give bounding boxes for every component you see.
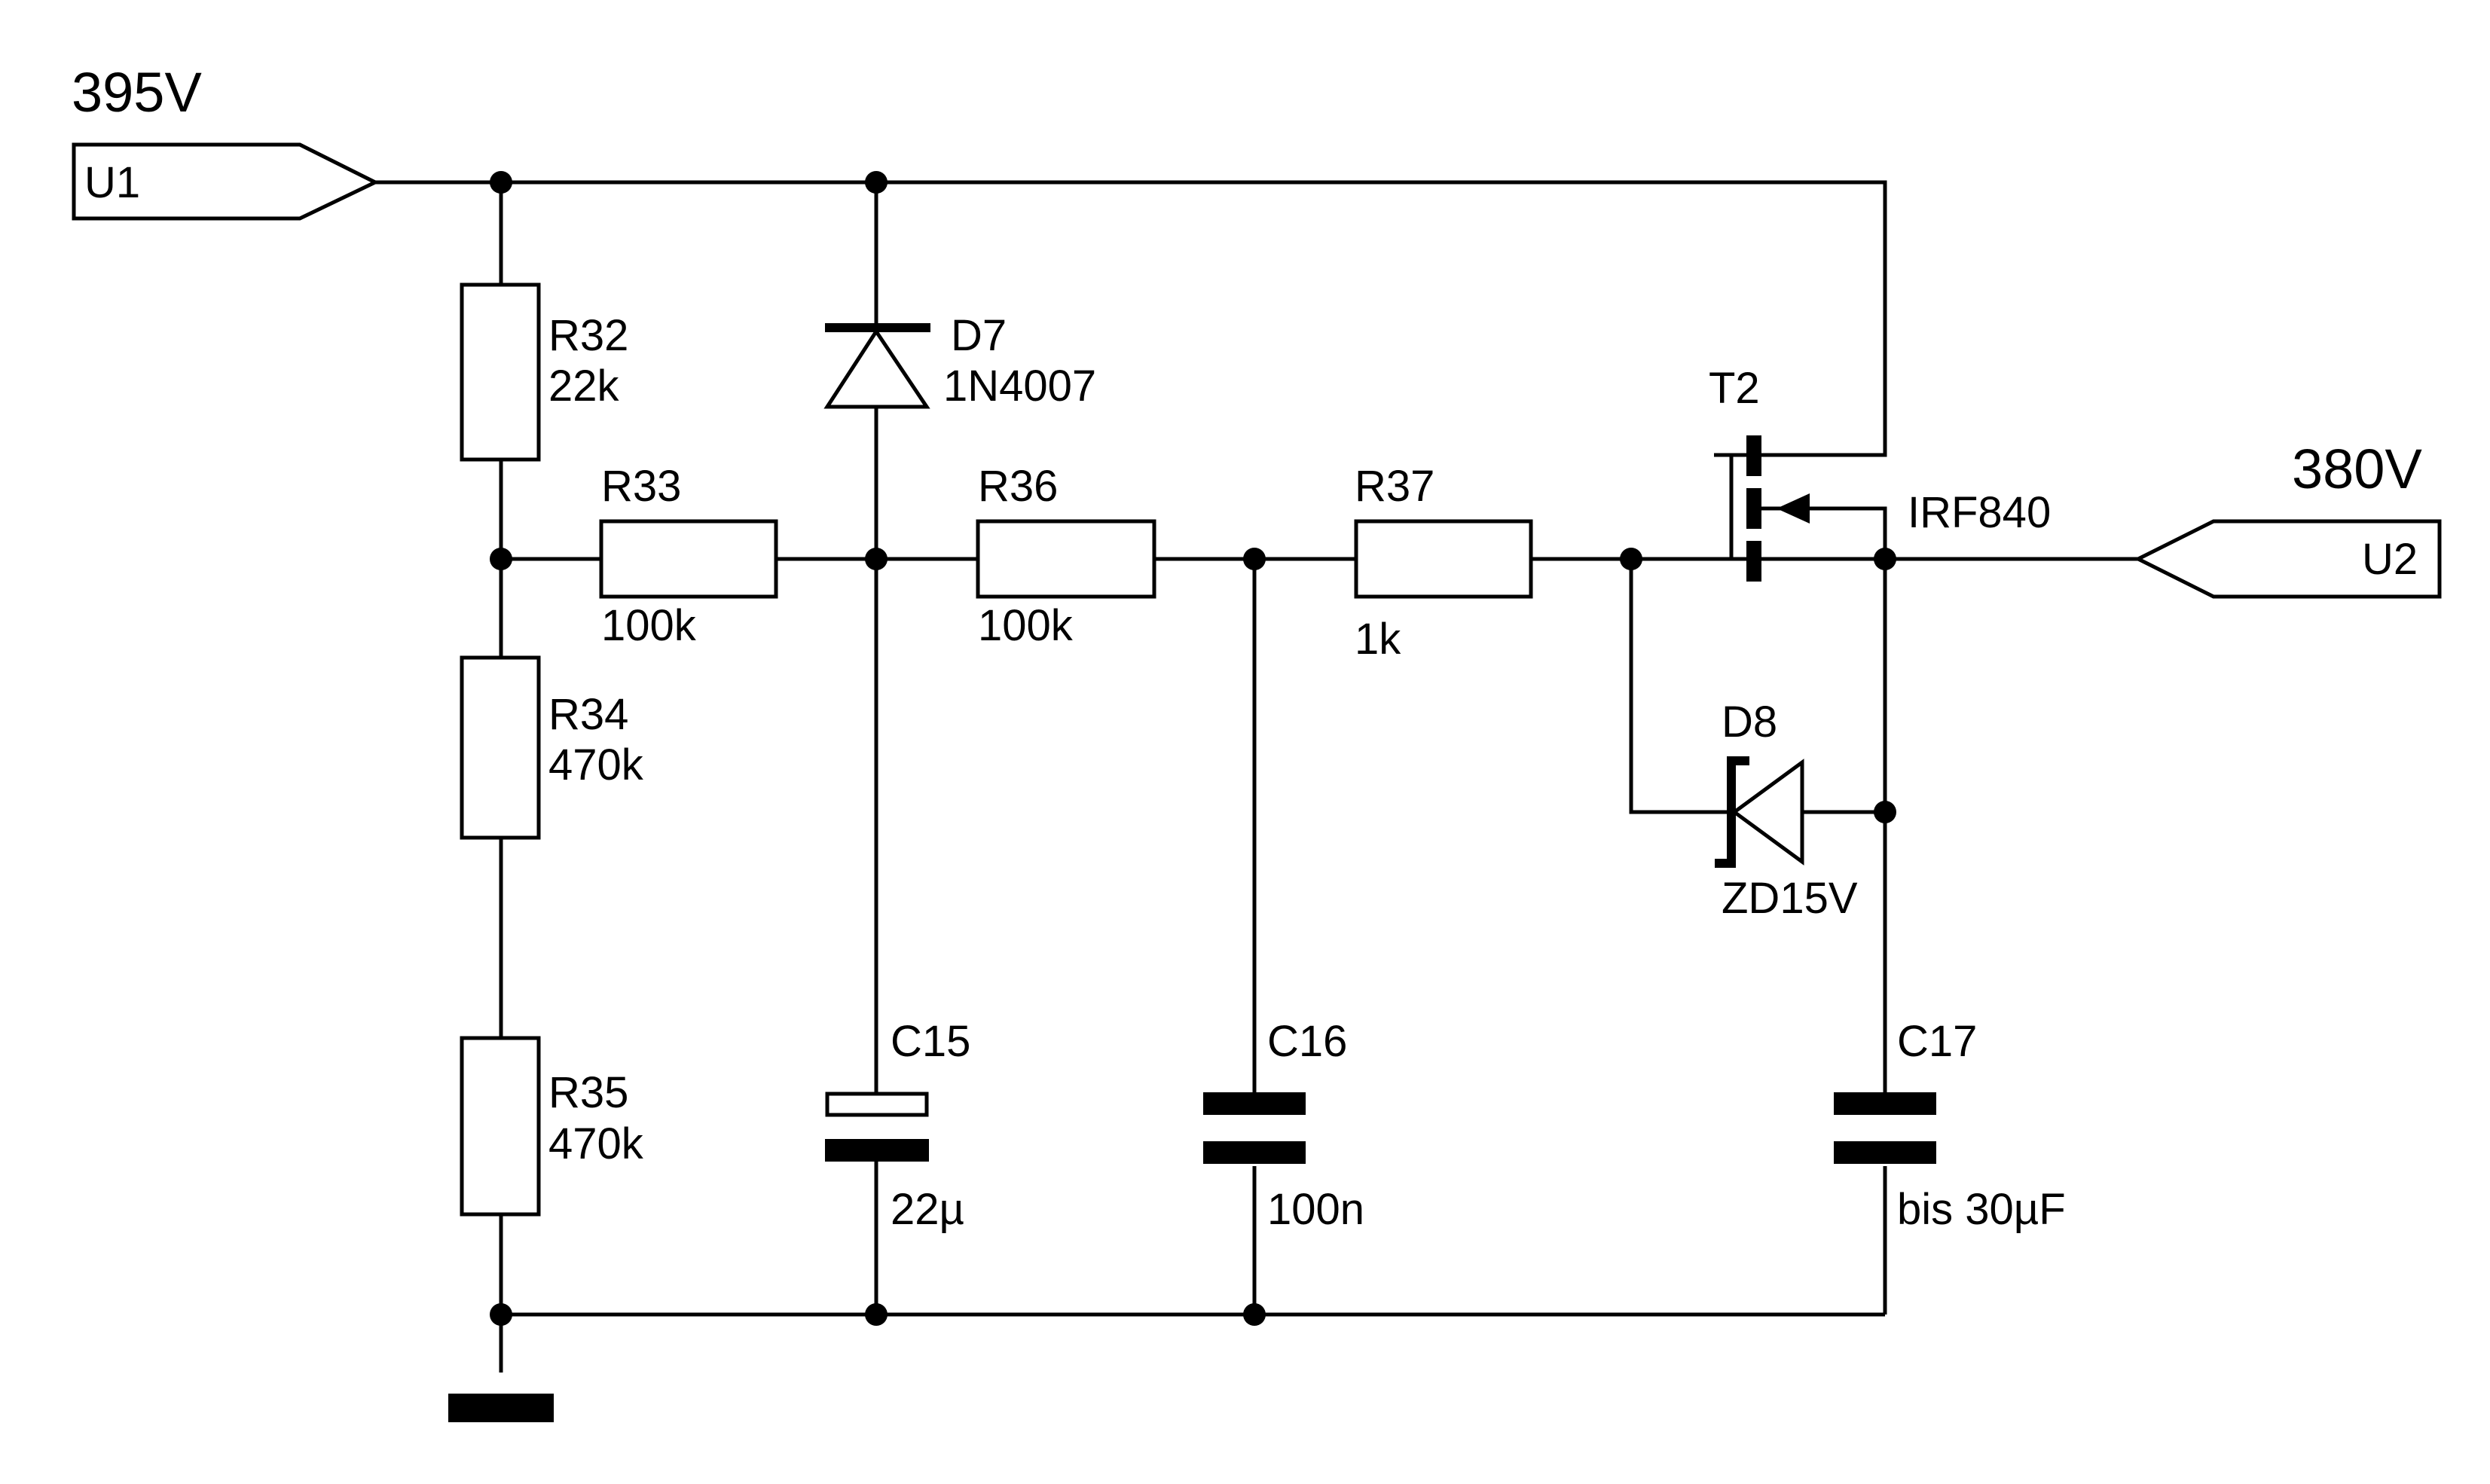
resistor-r35: R35 470k — [460, 1036, 644, 1217]
mosfet-t2-body-segment — [1746, 488, 1761, 529]
junction-dot — [865, 171, 888, 194]
capacitor-c17-ref: C17 — [1897, 1017, 1977, 1066]
capacitor-c16-value: 100n — [1267, 1185, 1364, 1234]
capacitor-c15-positive-plate — [825, 1092, 929, 1117]
junction-dot — [490, 1303, 512, 1326]
capacitor-c15: C15 22µ — [825, 1017, 970, 1234]
mosfet-t2-arrow — [1777, 493, 1810, 524]
resistor-r34-value: 470k — [548, 740, 644, 789]
resistor-r36-ref: R36 — [978, 462, 1058, 511]
zener-d8-cathode-bar — [1715, 756, 1749, 868]
capacitor-c16: C16 100n — [1203, 1017, 1364, 1234]
mosfet-t2-body-lead — [1761, 506, 1887, 559]
resistor-r35-ref: R35 — [548, 1068, 628, 1117]
port-u1-name: U1 — [84, 158, 140, 207]
resistor-r32-ref: R32 — [548, 311, 628, 360]
resistor-r35-value: 470k — [548, 1119, 644, 1168]
junction-dot — [865, 548, 888, 570]
mosfet-t2-drain-segment — [1746, 435, 1761, 476]
resistor-r32-body — [460, 282, 541, 462]
resistor-r32: R32 22k — [460, 282, 628, 462]
resistor-r33: R33 100k — [599, 462, 778, 650]
port-u1: U1 395V — [72, 61, 380, 221]
capacitor-c17-value: bis 30µF — [1897, 1185, 2066, 1234]
capacitor-c17-plate-top — [1834, 1092, 1936, 1115]
zener-d8-value: ZD15V — [1722, 874, 1858, 923]
capacitor-c17-plate-bottom — [1834, 1141, 1936, 1164]
resistor-r36: R36 100k — [976, 462, 1156, 650]
resistor-r36-value: 100k — [978, 601, 1074, 650]
port-u2: U2 380V — [2134, 438, 2442, 599]
mosfet-t2-source-segment — [1746, 541, 1761, 582]
capacitor-c17: C17 bis 30µF — [1834, 1017, 2066, 1234]
mosfet-t2-ref: T2 — [1709, 364, 1760, 413]
port-u2-voltage: 380V — [2292, 438, 2422, 500]
resistor-r34-body — [460, 655, 541, 840]
ground-symbol — [448, 1394, 554, 1422]
wire-gate-zener — [1629, 559, 1731, 814]
capacitor-c16-ref: C16 — [1267, 1017, 1347, 1066]
port-u2-name: U2 — [2362, 535, 2418, 584]
junction-dot — [490, 548, 512, 570]
resistor-r34-ref: R34 — [548, 690, 628, 739]
capacitor-c15-value: 22µ — [891, 1185, 964, 1234]
zener-d8: D8 ZD15V — [1715, 698, 1858, 923]
port-u1-flag — [72, 142, 380, 221]
mosfet-t2-value: IRF840 — [1908, 488, 2051, 537]
resistor-r37-body — [1354, 519, 1533, 599]
capacitor-c15-ref: C15 — [891, 1017, 970, 1066]
resistor-r37-ref: R37 — [1355, 462, 1434, 511]
junction-dot — [1620, 548, 1642, 570]
junction-dot — [1874, 801, 1896, 823]
junction-dot — [1874, 548, 1896, 570]
capacitor-c15-negative-plate — [825, 1139, 929, 1162]
resistor-r37-value: 1k — [1355, 615, 1401, 664]
capacitor-c16-plate-top — [1203, 1092, 1306, 1115]
resistor-r36-body — [976, 519, 1156, 599]
junction-dot — [1243, 1303, 1266, 1326]
port-u2-flag — [2134, 519, 2442, 599]
junction-dot — [490, 171, 512, 194]
junction-dot — [1243, 548, 1266, 570]
resistor-r32-value: 22k — [548, 362, 620, 411]
capacitor-c16-plate-bottom — [1203, 1141, 1306, 1164]
diode-d7-triangle — [823, 328, 930, 409]
junctions — [490, 171, 1896, 1326]
diode-d7: D7 1N4007 — [823, 311, 1096, 411]
resistor-r37: R37 1k — [1354, 462, 1533, 664]
junction-dot — [865, 1303, 888, 1326]
diode-d7-ref: D7 — [951, 311, 1007, 360]
resistor-r35-body — [460, 1036, 541, 1217]
resistor-r34: R34 470k — [460, 655, 644, 840]
resistor-r33-ref: R33 — [601, 462, 681, 511]
zener-d8-triangle — [1731, 759, 1804, 866]
resistor-r33-body — [599, 519, 778, 599]
diode-d7-value: 1N4007 — [943, 362, 1096, 411]
zener-d8-ref: D8 — [1722, 698, 1777, 747]
port-u1-voltage: 395V — [72, 61, 202, 124]
resistor-r33-value: 100k — [601, 601, 697, 650]
mosfet-t2: T2 IRF840 — [1709, 364, 2051, 582]
